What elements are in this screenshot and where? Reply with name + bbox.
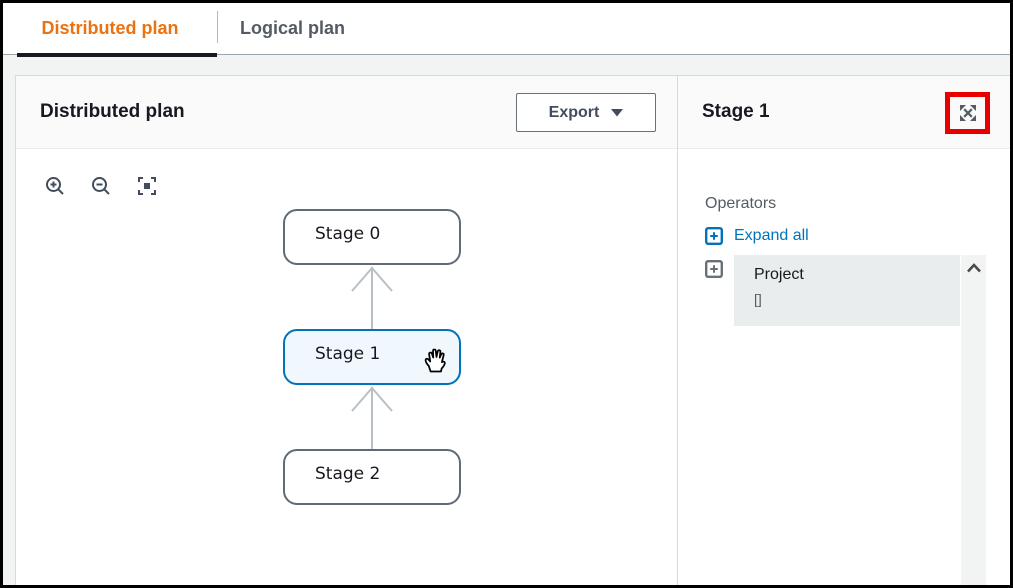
operator-expand-toggle[interactable]	[705, 260, 724, 279]
expand-arrows-icon	[959, 105, 976, 121]
diagram-node-stage-0[interactable]: Stage 0	[283, 209, 461, 265]
distributed-plan-header: Distributed plan Export	[16, 76, 677, 149]
plus-square-icon	[705, 227, 723, 245]
stage-detail-header: Stage 1	[678, 76, 1010, 149]
fullscreen-button[interactable]	[958, 103, 978, 123]
operator-list-scrollbar[interactable]	[961, 255, 986, 585]
tab-label: Distributed plan	[41, 18, 179, 38]
operator-list-item[interactable]: Project []	[734, 255, 960, 326]
caret-down-icon	[611, 108, 624, 116]
zoom-out-button[interactable]	[90, 175, 112, 197]
diagram-node-stage-2[interactable]: Stage 2	[283, 449, 461, 505]
expand-all-label: Expand all	[734, 227, 809, 244]
zoom-in-button[interactable]	[44, 175, 66, 197]
tab-distributed-plan[interactable]: Distributed plan	[3, 3, 217, 57]
scroll-up-icon[interactable]	[965, 262, 983, 274]
stage-detail-body: Operators Expand all Project	[678, 149, 1010, 585]
node-label: Stage 1	[315, 344, 381, 364]
page-title: Distributed plan	[40, 101, 185, 122]
stage-detail-panel: Stage 1 Operators	[678, 76, 1010, 585]
diagram-edges	[351, 266, 393, 449]
zoom-out-icon	[92, 177, 110, 195]
fit-view-button[interactable]	[136, 175, 158, 197]
export-button[interactable]: Export	[516, 93, 656, 132]
zoom-toolbar	[44, 175, 158, 197]
distributed-plan-panel: Distributed plan Export	[16, 76, 678, 585]
plan-card: Distributed plan Export	[15, 75, 1010, 585]
plus-square-icon	[705, 260, 724, 279]
node-label: Stage 2	[315, 464, 381, 484]
expand-all-link[interactable]: Expand all	[705, 227, 809, 245]
export-button-label: Export	[548, 103, 600, 121]
fit-view-icon	[138, 177, 156, 195]
node-label: Stage 0	[315, 224, 381, 244]
diagram-canvas[interactable]: Stage 0 Stage 1 Stage 2	[16, 149, 677, 585]
red-annotation-box	[945, 92, 990, 134]
tab-logical-plan[interactable]: Logical plan	[218, 3, 369, 54]
operator-args: []	[754, 291, 762, 307]
zoom-in-icon	[46, 177, 64, 195]
operator-name: Project	[754, 266, 804, 283]
diagram-node-stage-1[interactable]: Stage 1	[283, 329, 461, 385]
tab-label: Logical plan	[240, 18, 346, 38]
plan-tabbar: Distributed plan Logical plan	[3, 3, 1010, 57]
operators-label: Operators	[705, 195, 777, 212]
tab-divider	[217, 11, 218, 43]
stage-title: Stage 1	[702, 101, 770, 122]
